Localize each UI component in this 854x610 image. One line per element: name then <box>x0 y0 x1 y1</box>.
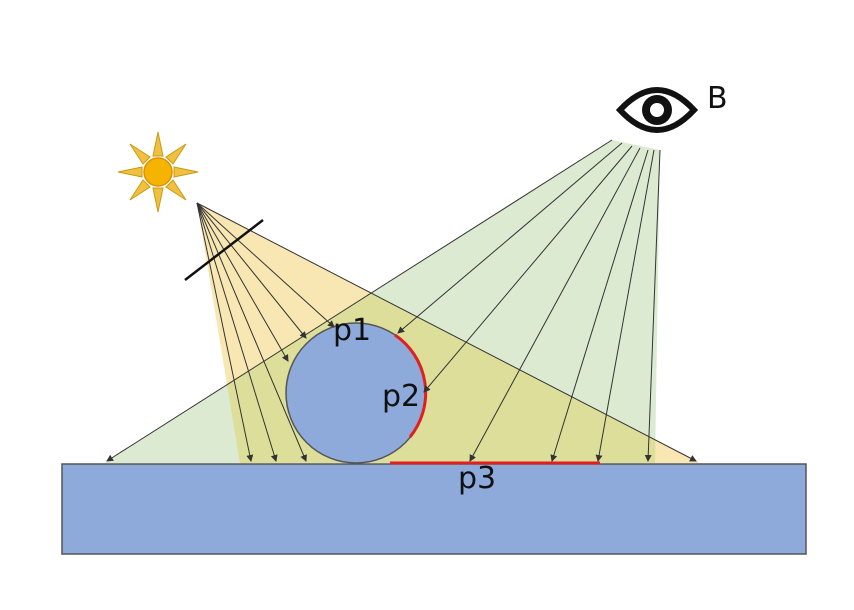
eye-label: B <box>707 81 728 116</box>
view-ray <box>469 147 641 462</box>
light-ray <box>196 202 254 462</box>
sun-icon <box>117 131 199 213</box>
sphere-highlight-arc <box>394 333 428 438</box>
light-ray <box>196 202 289 362</box>
view-ray <box>550 149 649 462</box>
ground-plane <box>61 463 807 555</box>
point-label-p3: p3 <box>458 461 496 496</box>
light-ray <box>196 202 307 462</box>
eye-icon <box>615 87 699 133</box>
view-ray <box>644 149 661 462</box>
light-ray <box>196 202 278 462</box>
point-label-p1: p1 <box>333 313 371 348</box>
view-ray <box>595 149 655 462</box>
point-label-p2: p2 <box>382 379 420 414</box>
view-rays <box>106 139 661 462</box>
light-ray <box>196 202 697 462</box>
view-ray <box>423 145 633 393</box>
light-ray <box>196 202 307 339</box>
light-ray <box>196 202 335 328</box>
view-ray <box>106 139 613 462</box>
view-ray <box>397 142 623 334</box>
light-rays <box>196 202 697 462</box>
light-plane-line <box>184 219 264 281</box>
